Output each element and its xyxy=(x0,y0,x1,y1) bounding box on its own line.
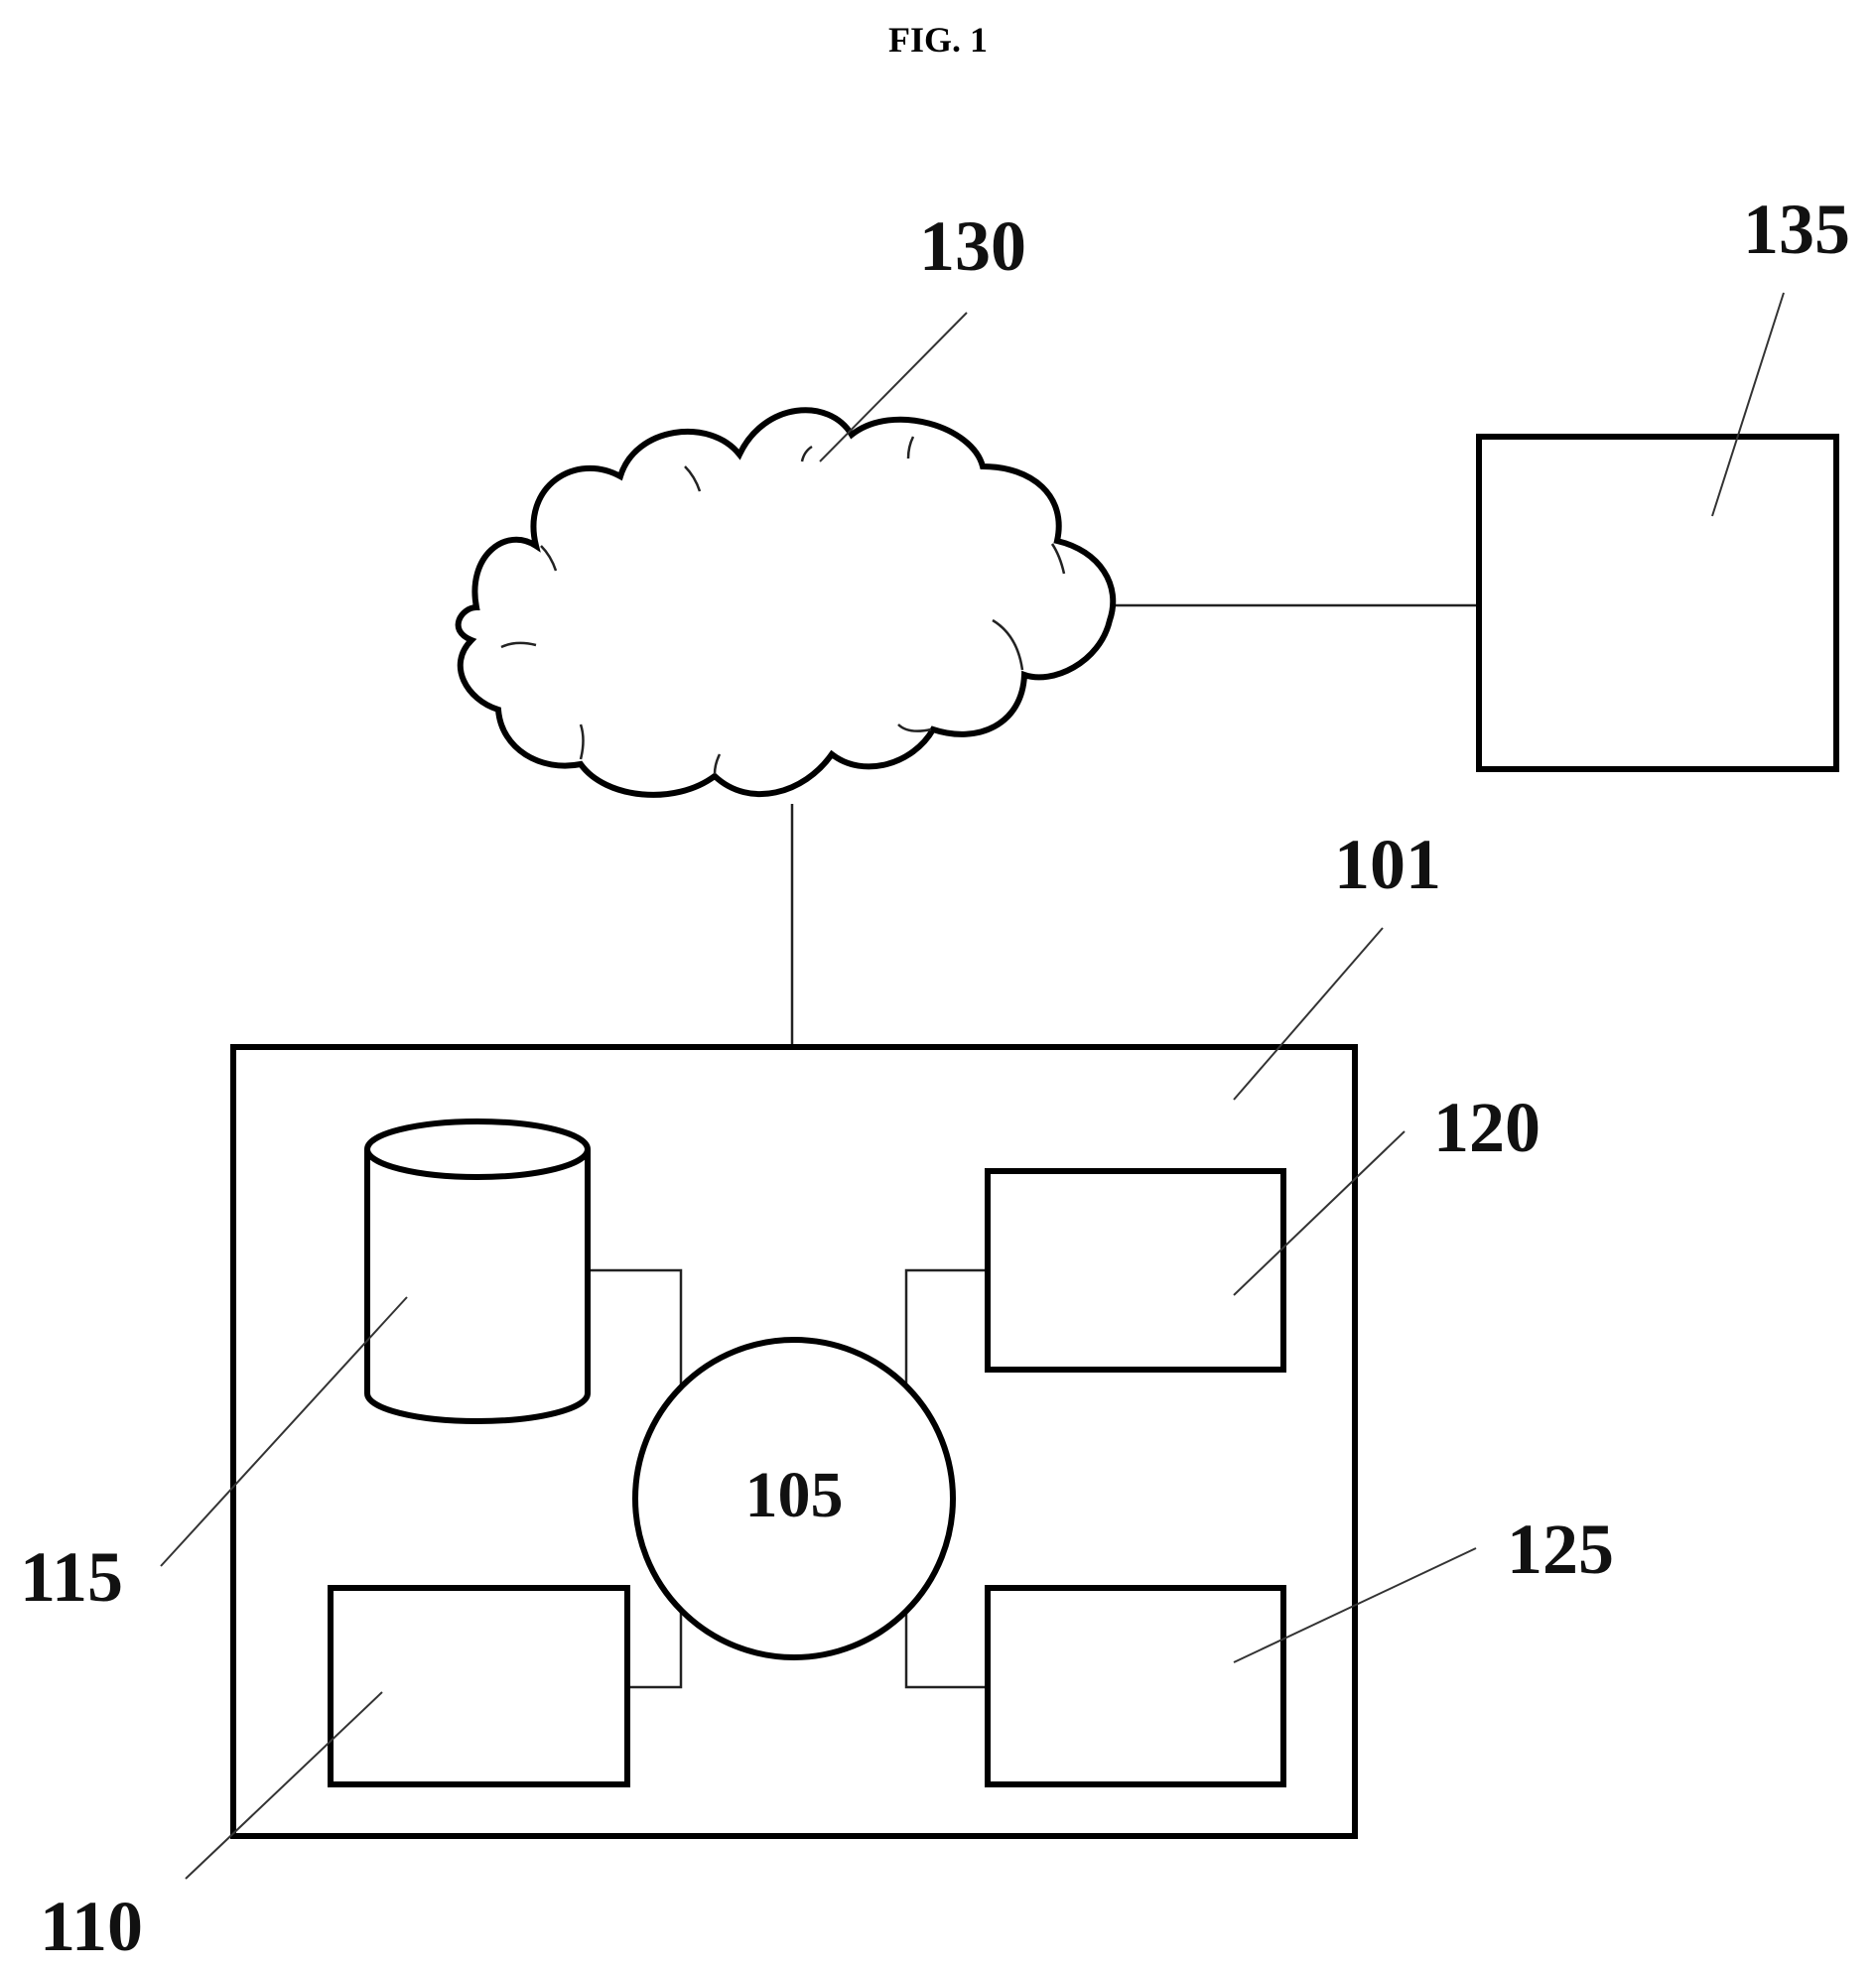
module-125-box xyxy=(988,1588,1283,1784)
remote-device-label: 135 xyxy=(1743,190,1850,269)
network-label: 130 xyxy=(919,206,1026,286)
processor-label: 105 xyxy=(745,1459,844,1531)
remote-device-box xyxy=(1479,437,1836,769)
storage-label: 115 xyxy=(20,1537,123,1617)
system-label: 101 xyxy=(1334,825,1441,904)
figure-title: FIG. 1 xyxy=(888,20,988,60)
module-120-box xyxy=(988,1171,1283,1370)
module-110-label: 110 xyxy=(40,1887,143,1966)
module-110-box xyxy=(331,1588,627,1784)
module-125-label: 125 xyxy=(1507,1510,1614,1589)
network-cloud-icon xyxy=(459,410,1114,795)
module-120-label: 120 xyxy=(1433,1088,1541,1167)
